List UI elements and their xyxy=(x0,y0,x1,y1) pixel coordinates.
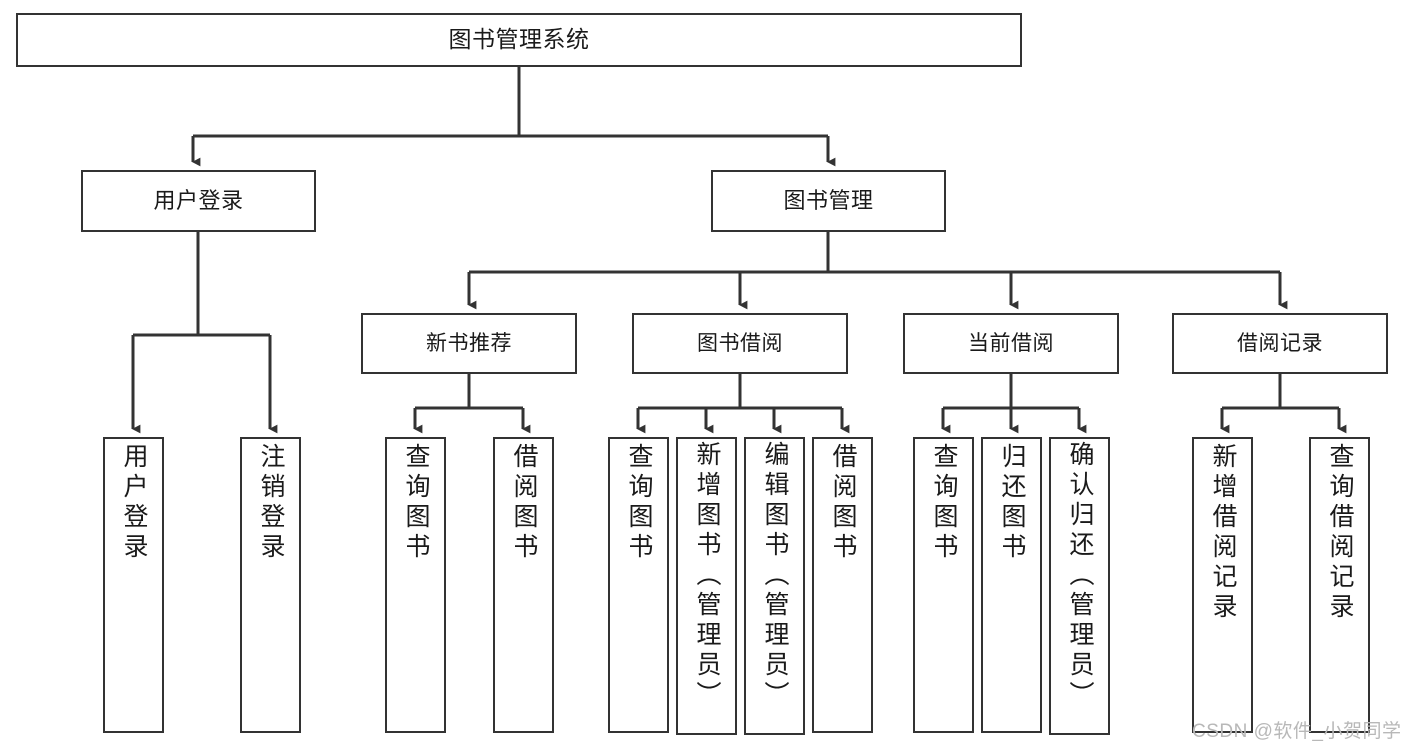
node-label: 借阅图书 xyxy=(829,443,857,563)
node-label: 借阅记录 xyxy=(1237,331,1323,355)
node-label: 借阅图书 xyxy=(510,443,538,563)
leaf-edit-book-admin[interactable]: 编辑图书（管理员） xyxy=(744,437,805,735)
csdn-watermark: CSDN @软件_小贺同学 xyxy=(1192,721,1402,742)
leaf-return-book[interactable]: 归还图书 xyxy=(981,437,1042,733)
node-new-book-recommend[interactable]: 新书推荐 xyxy=(361,313,577,374)
leaf-borrow-book-recommend[interactable]: 借阅图书 xyxy=(493,437,554,733)
leaf-logout-login[interactable]: 注销登录 xyxy=(240,437,301,733)
leaf-borrow-book[interactable]: 借阅图书 xyxy=(812,437,873,733)
node-book-manage[interactable]: 图书管理 xyxy=(711,170,946,232)
node-label: 用户登录 xyxy=(120,443,148,563)
node-label: 确认归还（管理员） xyxy=(1066,441,1094,711)
node-label: 当前借阅 xyxy=(968,331,1054,355)
node-borrow-record[interactable]: 借阅记录 xyxy=(1172,313,1388,374)
node-user-login[interactable]: 用户登录 xyxy=(81,170,316,232)
leaf-query-borrow-record[interactable]: 查询借阅记录 xyxy=(1309,437,1370,733)
node-label: 新增借阅记录 xyxy=(1209,443,1237,623)
node-label: 归还图书 xyxy=(998,443,1026,563)
node-label: 新增图书（管理员） xyxy=(693,441,721,711)
node-label: 注销登录 xyxy=(257,443,285,563)
node-label: 用户登录 xyxy=(153,187,244,213)
node-label: 图书管理 xyxy=(783,187,874,213)
node-label: 编辑图书（管理员） xyxy=(761,441,789,711)
leaf-add-book-admin[interactable]: 新增图书（管理员） xyxy=(676,437,737,735)
leaf-query-book-recommend[interactable]: 查询图书 xyxy=(385,437,446,733)
leaf-add-borrow-record[interactable]: 新增借阅记录 xyxy=(1192,437,1253,733)
node-label: 查询借阅记录 xyxy=(1326,443,1354,623)
leaf-query-book-borrow[interactable]: 查询图书 xyxy=(608,437,669,733)
node-book-borrow[interactable]: 图书借阅 xyxy=(632,313,848,374)
node-label: 图书借阅 xyxy=(697,331,783,355)
leaf-query-book-current[interactable]: 查询图书 xyxy=(913,437,974,733)
leaf-confirm-return-admin[interactable]: 确认归还（管理员） xyxy=(1049,437,1110,735)
node-current-borrow[interactable]: 当前借阅 xyxy=(903,313,1119,374)
node-label: 查询图书 xyxy=(930,443,958,563)
node-root-system[interactable]: 图书管理系统 xyxy=(16,13,1022,67)
node-label: 新书推荐 xyxy=(426,331,512,355)
node-label: 查询图书 xyxy=(402,443,430,563)
node-label: 查询图书 xyxy=(625,443,653,563)
leaf-user-login[interactable]: 用户登录 xyxy=(103,437,164,733)
node-label: 图书管理系统 xyxy=(448,26,590,53)
